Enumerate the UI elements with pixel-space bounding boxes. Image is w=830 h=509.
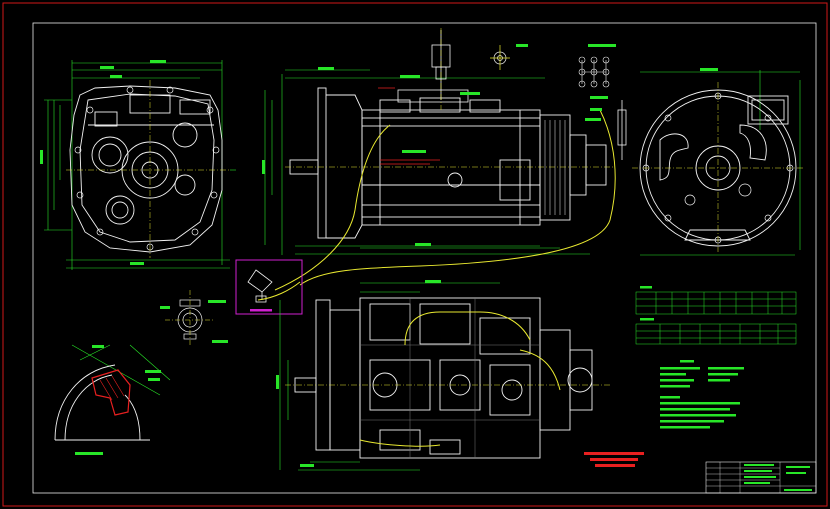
gear-ratio-table: [635, 286, 797, 315]
gearbox-front-view-icon: [40, 60, 236, 270]
gearbox-rear-view-icon: [632, 68, 805, 256]
fork-highlight: [91, 369, 131, 416]
gearbox-side-view-icon: [262, 28, 627, 291]
shift-pattern-detail-icon: [578, 44, 616, 99]
spline-gear-detail-icon: [160, 290, 228, 345]
clutch-fork-section-icon: [54, 344, 171, 455]
title-block: [705, 461, 817, 494]
sensor-callout-box: [235, 259, 303, 315]
technical-notes: [660, 360, 744, 429]
fastener-detail-icon: [490, 44, 528, 70]
specification-table: [635, 318, 797, 345]
inner-frame: [32, 22, 817, 494]
hydraulic-hose-line: [274, 124, 391, 291]
gearbox-plan-view-icon: [276, 280, 644, 471]
